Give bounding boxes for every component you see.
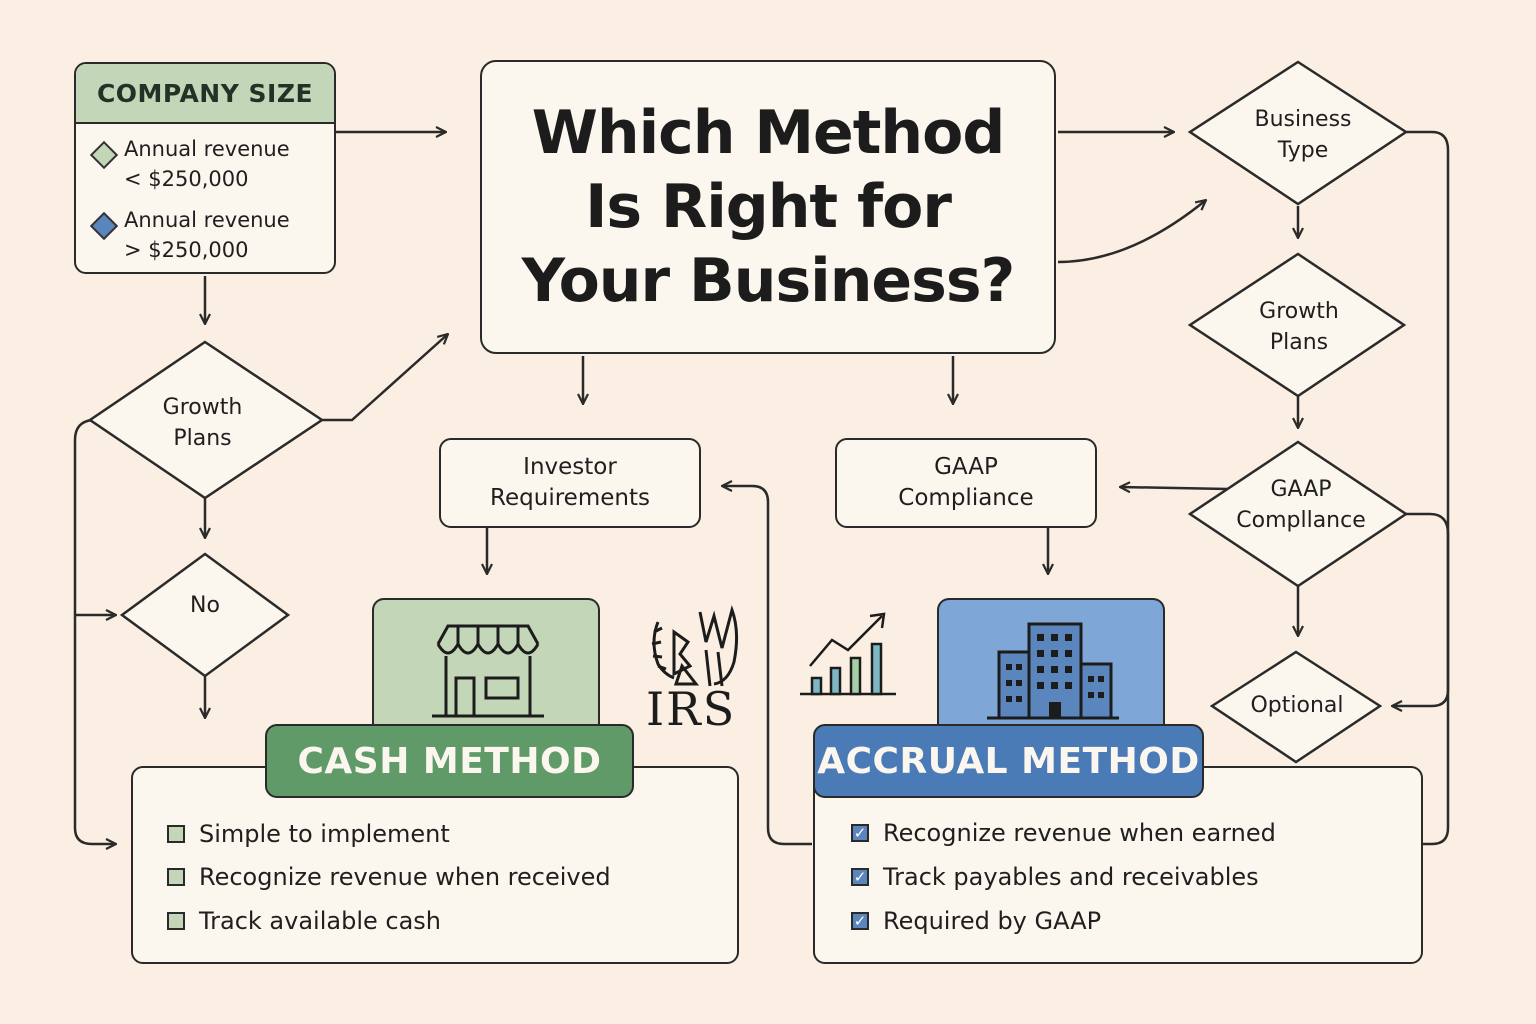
- arrow-gaap-diamond-to-box: [1120, 487, 1229, 489]
- diamond-business-type: [1187, 60, 1409, 206]
- optional-label: Optional: [1250, 693, 1344, 718]
- diamond-growth-plans-left: [87, 340, 325, 500]
- irs-logo-text: IRS: [646, 682, 737, 736]
- company-size-header: COMPANY SIZE: [76, 64, 334, 124]
- accrual-item-label: Recognize revenue when earned: [883, 819, 1276, 847]
- checkbox-icon: [167, 825, 185, 843]
- cash-item-row: Simple to implement: [167, 820, 450, 848]
- cash-method-icon-panel: [372, 598, 600, 728]
- size-item-label: Annual revenue < $250,000: [124, 137, 290, 191]
- cash-method-card: Simple to implement Recognize revenue wh…: [131, 766, 739, 964]
- no-label: No: [190, 593, 220, 618]
- diamond-gaap-compliance: [1187, 440, 1409, 588]
- arrow-left-loop-to-cash: [73, 418, 116, 844]
- arrow-accrual-to-investor: [722, 486, 812, 846]
- irs-eagle-icon: [651, 604, 739, 687]
- accrual-item-row: ✓ Required by GAAP: [851, 907, 1101, 935]
- growth-plans-right-label: Growth Plans: [1259, 299, 1339, 355]
- page-title: Which Method Is Right for Your Business?: [521, 98, 1016, 316]
- accrual-method-label: ACCRUAL METHOD: [813, 724, 1204, 798]
- accrual-item-row: ✓ Recognize revenue when earned: [851, 819, 1276, 847]
- cash-item-label: Simple to implement: [199, 820, 450, 848]
- checkbox-checked-icon: ✓: [851, 868, 869, 886]
- storefront-icon: [432, 624, 544, 718]
- growth-chart-icon: [800, 612, 896, 696]
- arrow-title-curve-to-right: [1057, 200, 1206, 264]
- investor-requirements-label: Investor Requirements: [490, 454, 650, 511]
- accrual-item-row: ✓ Track payables and receivables: [851, 863, 1259, 891]
- investor-requirements-box: Investor Requirements: [439, 438, 701, 528]
- size-item-small: Annual revenue < $250,000: [89, 134, 290, 194]
- cash-item-label: Track available cash: [199, 907, 442, 935]
- cash-method-label: CASH METHOD: [265, 724, 634, 798]
- irs-logo: IRS: [644, 602, 748, 736]
- accrual-method-icon-panel: [937, 598, 1165, 728]
- arrow-gaap-to-optional-loop: [1392, 512, 1450, 706]
- office-building-icon: [987, 622, 1119, 720]
- diamond-growth-plans-right: [1187, 252, 1407, 398]
- size-item-label: Annual revenue > $250,000: [124, 208, 290, 262]
- checkbox-checked-icon: ✓: [851, 912, 869, 930]
- diamond-bullet-icon: [89, 211, 119, 241]
- arrow-right-loop: [1406, 130, 1450, 846]
- checkbox-icon: [167, 912, 185, 930]
- cash-item-row: Recognize revenue when received: [167, 863, 611, 891]
- business-type-label: Business Type: [1254, 107, 1352, 163]
- diamond-optional: [1209, 650, 1383, 764]
- cash-item-label: Recognize revenue when received: [199, 863, 611, 891]
- gaap-compliance-diamond-label: GAAP Compllance: [1236, 477, 1366, 533]
- size-item-large: Annual revenue > $250,000: [89, 205, 290, 265]
- title-box: Which Method Is Right for Your Business?: [480, 60, 1056, 354]
- diamond-no: [119, 552, 291, 678]
- growth-plans-left-label: Growth Plans: [162, 395, 243, 451]
- company-size-card: COMPANY SIZE Annual revenue < $250,000 A…: [74, 62, 336, 274]
- checkbox-icon: [167, 868, 185, 886]
- checkbox-checked-icon: ✓: [851, 824, 869, 842]
- gaap-compliance-box: GAAP Compliance: [835, 438, 1097, 528]
- gaap-compliance-label: GAAP Compliance: [898, 454, 1034, 511]
- cash-item-row: Track available cash: [167, 907, 441, 935]
- accrual-item-label: Required by GAAP: [883, 907, 1102, 935]
- arrow-growth-to-title: [322, 334, 448, 422]
- accrual-item-label: Track payables and receivables: [883, 863, 1259, 891]
- diamond-bullet-icon: [89, 140, 119, 170]
